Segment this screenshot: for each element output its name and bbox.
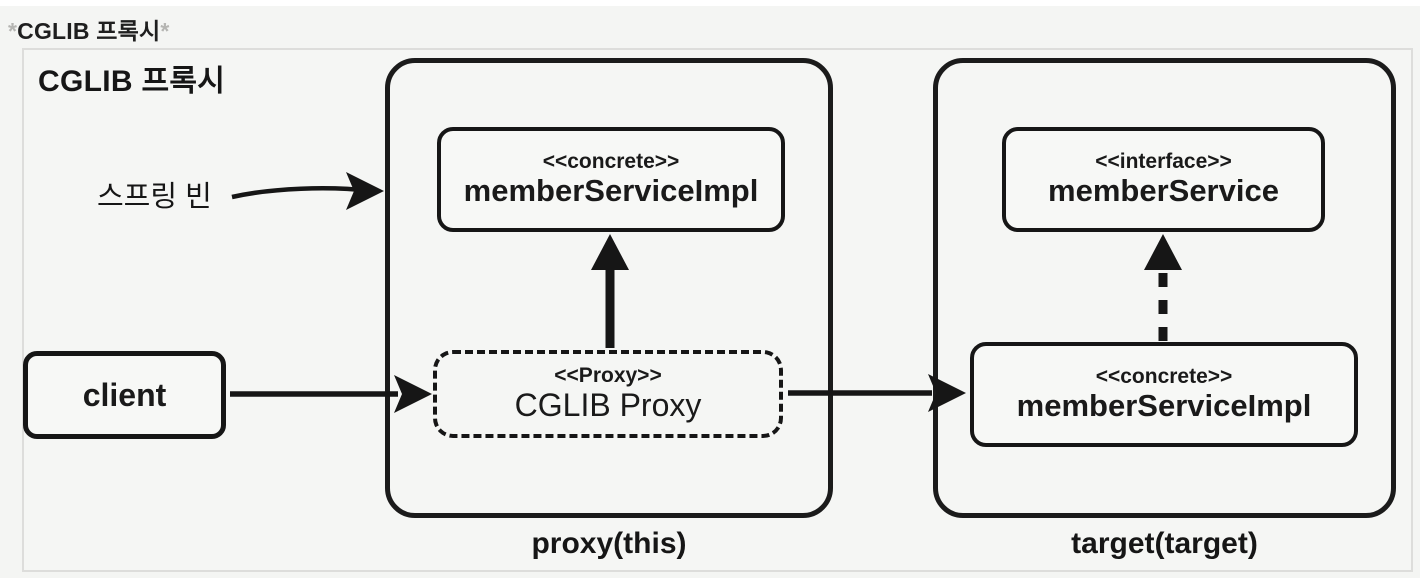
heading-text: CGLIB 프록시 bbox=[17, 18, 161, 44]
target-interface-stereotype: <<interface>> bbox=[1095, 150, 1232, 174]
cglib-proxy-name: CGLIB Proxy bbox=[514, 387, 702, 424]
target-concrete-stereotype: <<concrete>> bbox=[1095, 365, 1233, 389]
proxy-concrete-name: memberServiceImpl bbox=[463, 173, 759, 209]
target-caption: target(target) bbox=[1071, 527, 1258, 560]
target-interface-name: memberService bbox=[1048, 173, 1279, 209]
cglib-proxy-box: <<Proxy>> CGLIB Proxy bbox=[433, 350, 783, 438]
proxy-concrete-stereotype: <<concrete>> bbox=[542, 150, 680, 174]
client-box-label: client bbox=[82, 376, 167, 413]
heading-asterisk-left: * bbox=[8, 18, 18, 44]
heading-asterisk-right: * bbox=[160, 18, 170, 44]
target-interface-box: <<interface>> memberService bbox=[1002, 127, 1325, 232]
diagram-title: CGLIB 프록시 bbox=[38, 65, 226, 98]
proxy-caption: proxy(this) bbox=[531, 527, 687, 560]
target-concrete-box: <<concrete>> memberServiceImpl bbox=[970, 342, 1358, 447]
spring-bean-label: 스프링 빈 bbox=[97, 181, 212, 213]
client-box: client bbox=[23, 351, 226, 439]
target-concrete-name: memberServiceImpl bbox=[1016, 388, 1312, 424]
target-container bbox=[933, 58, 1396, 518]
cglib-proxy-stereotype: <<Proxy>> bbox=[554, 364, 662, 388]
proxy-concrete-box: <<concrete>> memberServiceImpl bbox=[437, 127, 785, 232]
proxy-container bbox=[385, 58, 833, 518]
page-title: *CGLIB 프록시* bbox=[8, 12, 170, 46]
